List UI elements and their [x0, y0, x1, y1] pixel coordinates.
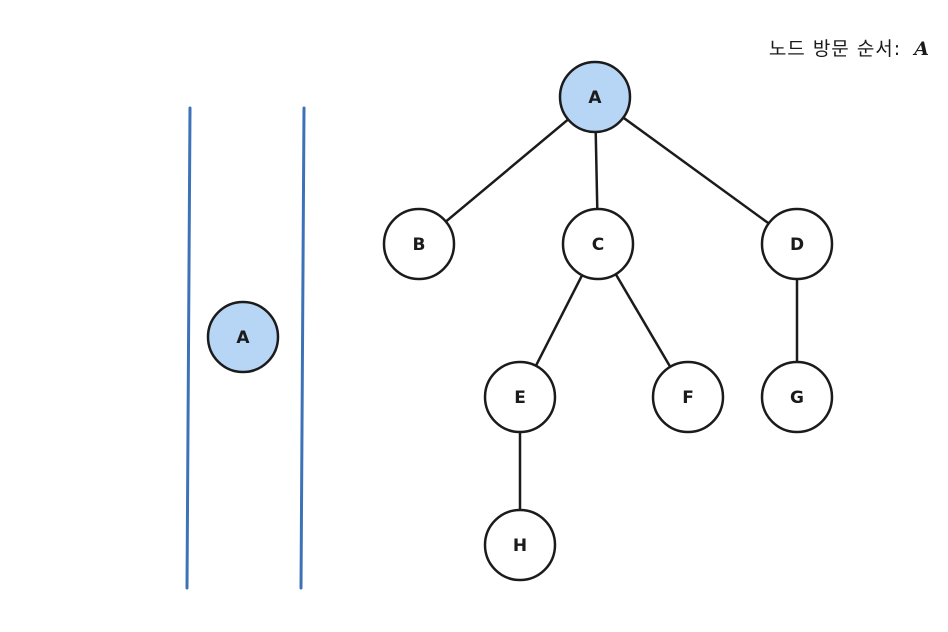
tree-node-b-circle — [382, 207, 456, 281]
tree-edges — [444, 116, 799, 512]
tree-node-h: H — [483, 508, 557, 582]
tree-node-c-label: C — [592, 235, 604, 255]
tree-node-h-label: H — [513, 536, 527, 556]
tree-node-b-label: B — [413, 235, 426, 255]
tree-node-g: G — [760, 360, 834, 434]
tree-node-d: D — [760, 207, 834, 281]
tree-node-f-label: F — [682, 388, 694, 408]
tree-node-a: A — [558, 60, 632, 134]
edge-a-b — [444, 118, 570, 223]
tree-node-a-label: A — [588, 88, 602, 108]
tree-nodes: A B C D E F G H — [382, 60, 834, 582]
edge-a-c — [594, 130, 599, 211]
stack-container: A — [185, 106, 306, 590]
stack-left-wall — [185, 106, 192, 590]
stack-item-a: A — [206, 300, 280, 374]
tree-node-c: C — [561, 207, 635, 281]
edge-c-e — [534, 273, 584, 368]
tree-node-a-circle — [558, 60, 632, 134]
tree-node-d-label: D — [790, 235, 804, 255]
visit-order-caption: 노드 방문 순서: A — [640, 34, 930, 61]
tree-node-g-circle — [760, 360, 834, 434]
visit-order-label: 노드 방문 순서 — [768, 38, 894, 60]
tree-node-h-circle — [483, 508, 557, 582]
edge-a-d — [622, 116, 770, 225]
tree-node-f: F — [651, 360, 725, 434]
tree-node-b: B — [382, 207, 456, 281]
tree-node-g-label: G — [790, 388, 804, 408]
tree-node-f-circle — [651, 360, 725, 434]
visit-order-separator: : — [893, 38, 902, 60]
tree-node-e: E — [483, 360, 557, 434]
stack-item-a-circle — [206, 300, 280, 374]
stack-item-a-label: A — [236, 328, 250, 348]
tree-node-c-circle — [561, 207, 635, 281]
visit-order-value: A — [914, 38, 930, 60]
tree-node-e-label: E — [514, 388, 526, 408]
tree-node-e-circle — [483, 360, 557, 434]
edge-c-f — [614, 272, 672, 369]
tree-node-d-circle — [760, 207, 834, 281]
stack-right-wall — [299, 106, 306, 590]
